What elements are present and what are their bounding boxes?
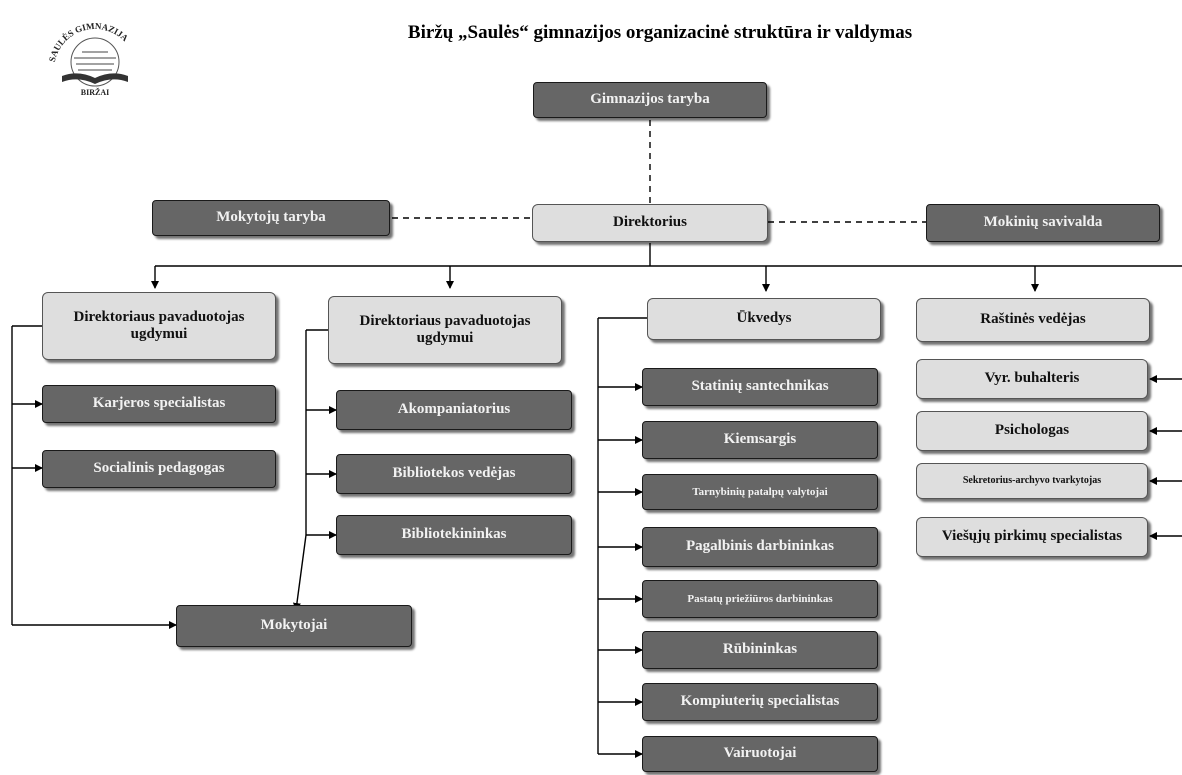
node-library-head: Bibliotekos vedėjas bbox=[336, 454, 572, 494]
node-accompanist: Akompaniatorius bbox=[336, 390, 572, 430]
logo-bottom-text: BIRŽAI bbox=[81, 87, 109, 97]
page-title: Biržų „Saulės“ gimnazijos organizacinė s… bbox=[407, 22, 913, 43]
node-cloakroom: Rūbininkas bbox=[642, 631, 878, 669]
node-secretary: Sekretorius-archyvo tvarkytojas bbox=[916, 463, 1148, 499]
node-cleaners: Tarnybinių patalpų valytojai bbox=[642, 474, 878, 510]
node-accountant: Vyr. buhalteris bbox=[916, 359, 1148, 399]
node-guard: Kiemsargis bbox=[642, 421, 878, 459]
node-office-head: Raštinės vedėjas bbox=[916, 298, 1150, 342]
node-procurement: Viešųjų pirkimų specialistas bbox=[916, 517, 1148, 557]
node-driver: Vairuotojai bbox=[642, 736, 878, 772]
book-icon bbox=[62, 73, 128, 84]
node-teachers-council: Mokytojų taryba bbox=[152, 200, 390, 236]
sun-icon bbox=[70, 37, 120, 87]
node-social: Socialinis pedagogas bbox=[42, 450, 276, 488]
node-maintenance: Pastatų priežiūros darbininkas bbox=[642, 580, 878, 618]
node-director: Direktorius bbox=[532, 204, 768, 242]
node-council: Gimnazijos taryba bbox=[533, 82, 767, 118]
node-plumber: Statinių santechnikas bbox=[642, 368, 878, 406]
node-career: Karjeros specialistas bbox=[42, 385, 276, 423]
node-housekeeper: Ūkvedys bbox=[647, 298, 881, 340]
node-it: Kompiuterių specialistas bbox=[642, 683, 878, 721]
node-student-gov: Mokinių savivalda bbox=[926, 204, 1160, 242]
node-librarian: Bibliotekininkas bbox=[336, 515, 572, 555]
node-helper: Pagalbinis darbininkas bbox=[642, 527, 878, 567]
node-deputy-2: Direktoriaus pavaduotojas ugdymui bbox=[328, 296, 562, 364]
node-deputy-1: Direktoriaus pavaduotojas ugdymui bbox=[42, 292, 276, 360]
school-logo: SAULĖS GIMNAZIJA BIRŽAI bbox=[47, 21, 131, 97]
node-psychologist: Psichologas bbox=[916, 411, 1148, 451]
node-teachers: Mokytojai bbox=[176, 605, 412, 647]
